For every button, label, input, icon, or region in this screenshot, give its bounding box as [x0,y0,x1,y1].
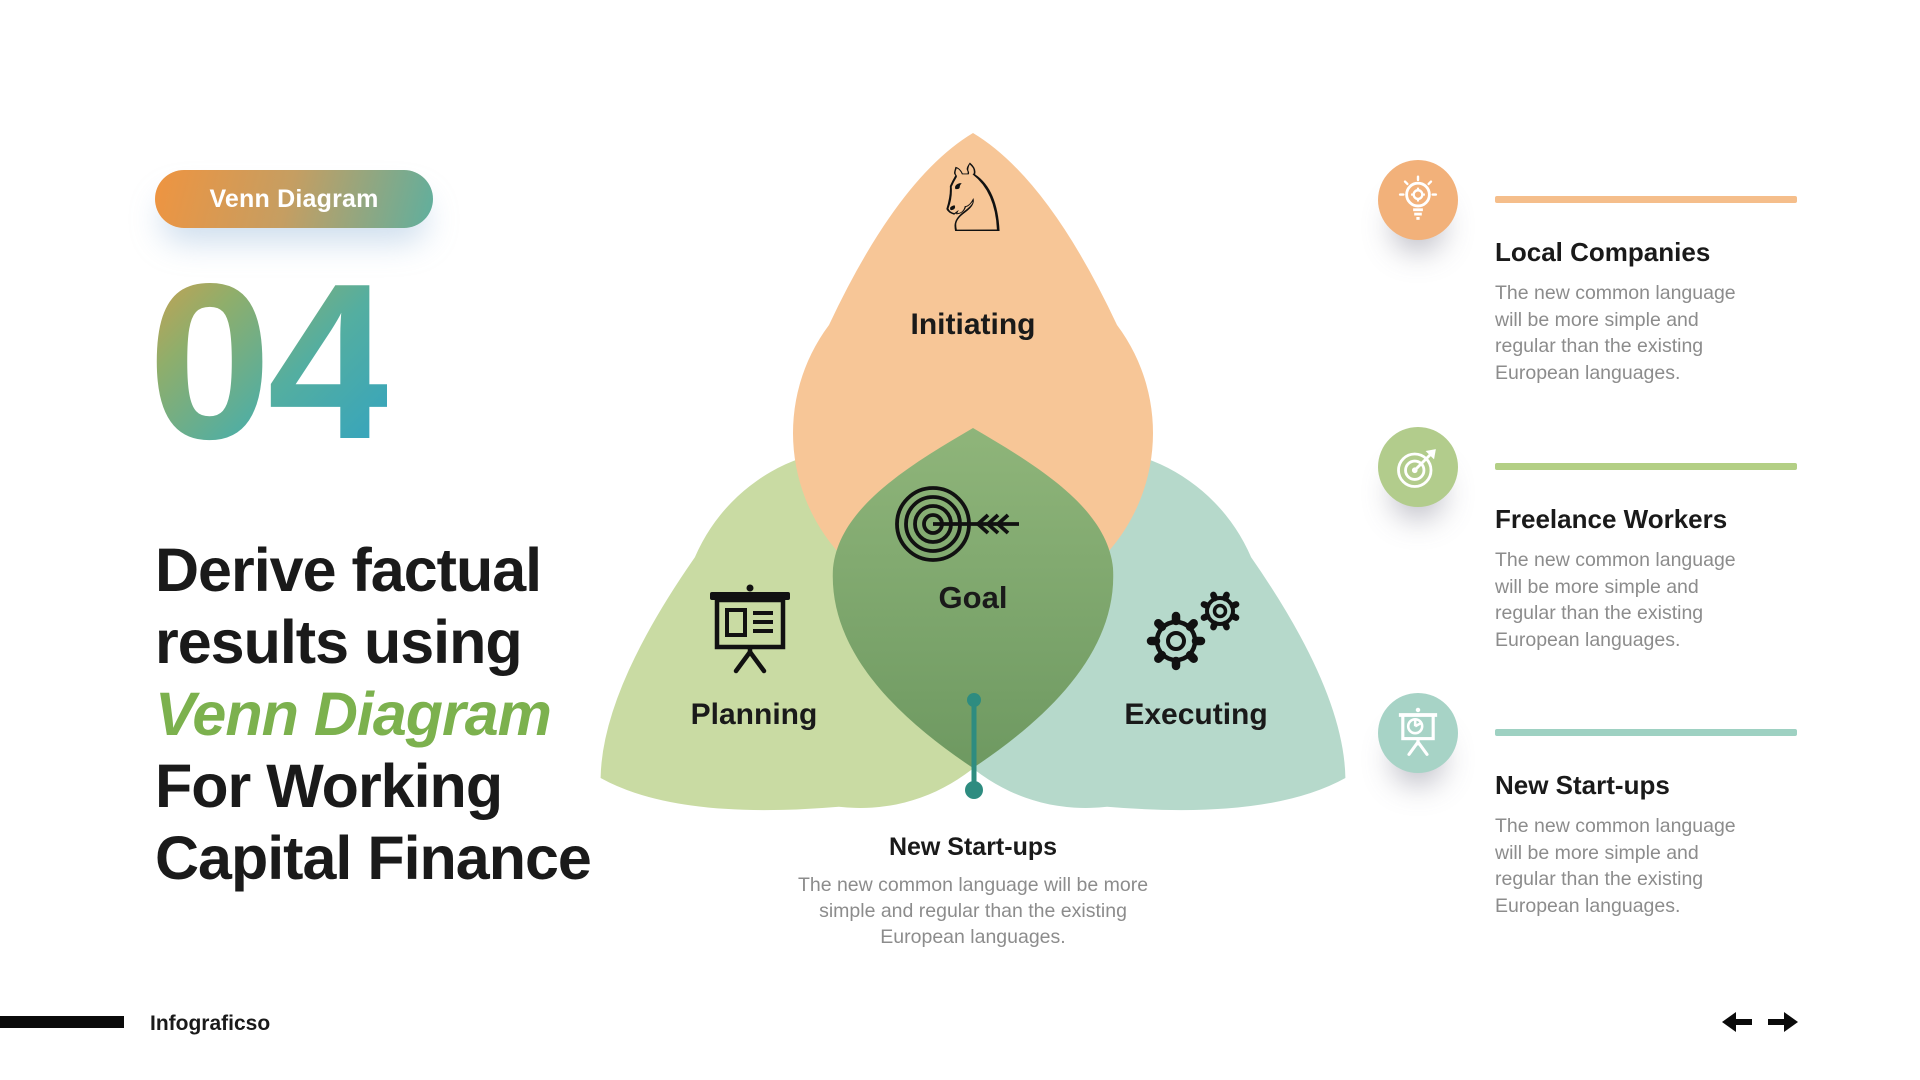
title-line-2: results using [155,608,523,676]
right-item-1-icon-circle [1378,160,1458,240]
right-item-2-title: Freelance Workers [1495,504,1728,534]
target-arrow-icon [1397,449,1436,488]
right-item-2-icon-circle [1378,427,1458,507]
right-item-1-description: The new common language will be more sim… [1495,282,1736,384]
presentation-pie-icon [1398,707,1438,756]
gears-icon [1146,591,1240,671]
venn-diagram [600,133,1346,811]
section-badge: Venn Diagram [155,170,433,228]
right-item-2-divider [1495,463,1797,470]
title-line-4: Capital Finance [155,824,592,892]
callout-connector [965,693,983,799]
brand-name: Infograficso [150,1012,271,1035]
petal-label-planning: Planning [690,698,818,731]
right-item-3-title: New Start-ups [1495,770,1670,800]
right-item-3-icon-circle [1378,693,1458,773]
title-line-3: For Working [155,752,503,820]
next-arrow-icon[interactable] [1768,1012,1798,1032]
title-line-1: Derive factual [155,536,542,604]
title-highlight: Venn Diagram [155,680,552,748]
target-arrow-icon [895,486,1019,562]
right-item-2-description: The new common language will be more sim… [1495,549,1736,651]
petal-label-initiating: Initiating [910,308,1036,341]
venn-center-region [832,428,1114,768]
petal-label-executing: Executing [1124,698,1268,731]
presentation-board-icon [710,584,790,674]
right-item-1-divider [1495,196,1797,203]
callout-title: New Start-ups [888,833,1058,861]
idea-bulb-gear-icon [1398,175,1438,220]
badge-label: Venn Diagram [209,184,379,213]
center-label-goal: Goal [938,580,1008,615]
chess-knight-icon: ♘ [930,145,1016,254]
right-item-3-description: The new common language will be more sim… [1495,815,1736,917]
slide-nav-arrows [1722,1012,1798,1032]
right-item-3-divider [1495,729,1797,736]
slide-title: Derive factual results using Venn Diagra… [155,534,675,894]
prev-arrow-icon[interactable] [1722,1012,1752,1032]
right-item-1-title: Local Companies [1495,237,1711,267]
footer-rule [0,1016,124,1028]
callout-description: The new common language will be more sim… [797,874,1149,948]
page-number: 04 [148,238,391,486]
